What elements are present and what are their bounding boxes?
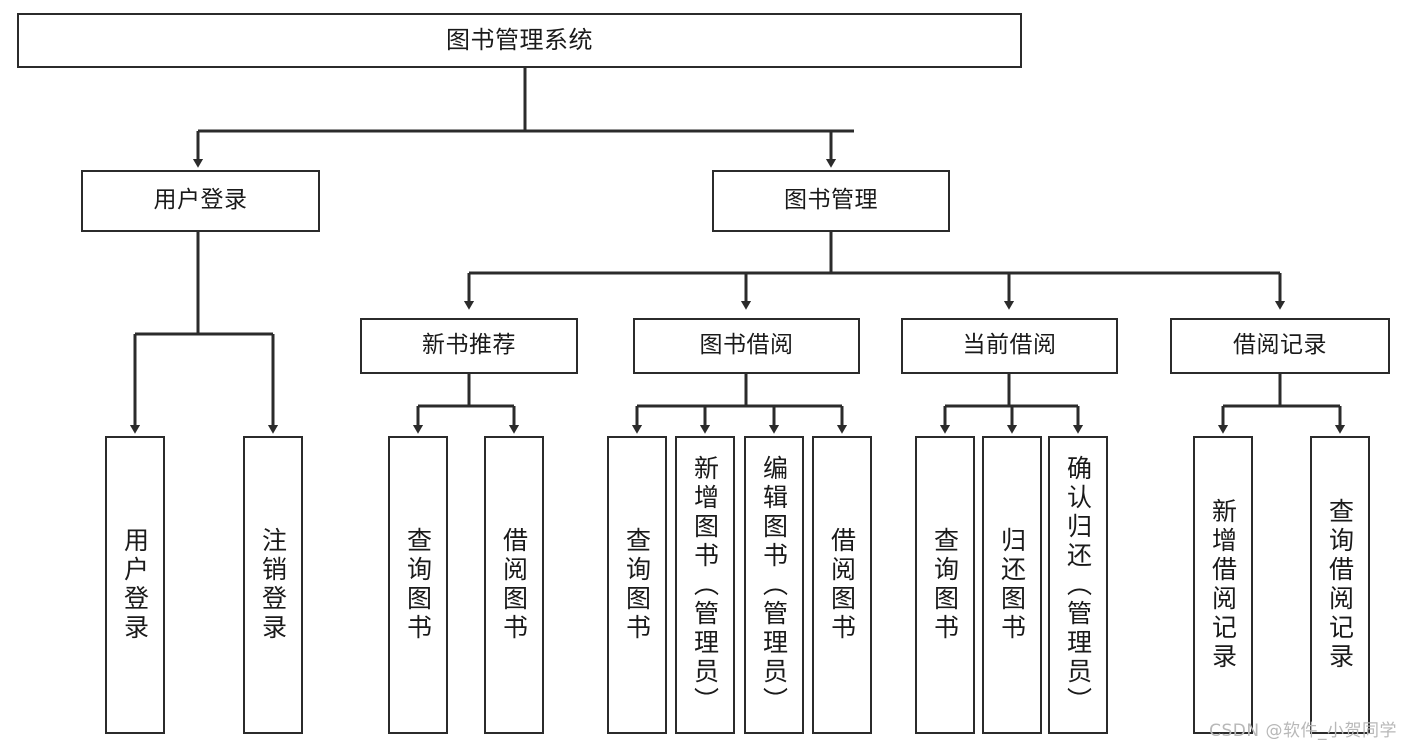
leaf-logout[interactable]: 注销登录 xyxy=(243,436,303,734)
leaf-query-book-3[interactable]: 查询图书 xyxy=(915,436,975,734)
node-current-borrow-label: 当前借阅 xyxy=(962,332,1057,359)
watermark: CSDN @软件_小贺同学 xyxy=(1209,721,1397,741)
leaf-edit-book[interactable]: 编辑图书（管理员） xyxy=(744,436,804,734)
leaf-query-book-2-label: 查询图书 xyxy=(622,527,652,643)
leaf-add-book-label: 新增图书（管理员） xyxy=(690,454,720,716)
leaf-edit-book-label: 编辑图书（管理员） xyxy=(759,454,789,716)
leaf-add-record[interactable]: 新增借阅记录 xyxy=(1193,436,1253,734)
leaf-query-book-3-label: 查询图书 xyxy=(930,527,960,643)
node-user-login-label: 用户登录 xyxy=(153,187,248,214)
leaf-user-login-label: 用户登录 xyxy=(120,527,150,643)
leaf-add-record-label: 新增借阅记录 xyxy=(1208,498,1238,672)
node-book-manage-label: 图书管理 xyxy=(784,187,878,214)
leaf-confirm-return-label: 确认归还（管理员） xyxy=(1063,454,1093,716)
node-current-borrow[interactable]: 当前借阅 xyxy=(901,318,1118,374)
leaf-return-book-label: 归还图书 xyxy=(997,527,1027,643)
leaf-user-login[interactable]: 用户登录 xyxy=(105,436,165,734)
leaf-query-book-2[interactable]: 查询图书 xyxy=(607,436,667,734)
leaf-query-book-1-label: 查询图书 xyxy=(403,527,433,643)
node-book-manage[interactable]: 图书管理 xyxy=(712,170,950,232)
leaf-return-book[interactable]: 归还图书 xyxy=(982,436,1042,734)
node-borrow-record[interactable]: 借阅记录 xyxy=(1170,318,1390,374)
node-root-label: 图书管理系统 xyxy=(446,26,593,55)
node-book-borrow-label: 图书借阅 xyxy=(699,332,794,359)
leaf-borrow-book-2[interactable]: 借阅图书 xyxy=(812,436,872,734)
node-borrow-record-label: 借阅记录 xyxy=(1233,332,1327,359)
leaf-borrow-book-1-label: 借阅图书 xyxy=(499,527,529,643)
leaf-query-record[interactable]: 查询借阅记录 xyxy=(1310,436,1370,734)
leaf-query-record-label: 查询借阅记录 xyxy=(1325,498,1355,672)
node-new-book-recommend[interactable]: 新书推荐 xyxy=(360,318,578,374)
node-user-login[interactable]: 用户登录 xyxy=(81,170,320,232)
node-root[interactable]: 图书管理系统 xyxy=(17,13,1022,68)
leaf-logout-label: 注销登录 xyxy=(258,527,288,643)
leaf-confirm-return[interactable]: 确认归还（管理员） xyxy=(1048,436,1108,734)
node-book-borrow[interactable]: 图书借阅 xyxy=(633,318,860,374)
leaf-borrow-book-1[interactable]: 借阅图书 xyxy=(484,436,544,734)
leaf-borrow-book-2-label: 借阅图书 xyxy=(827,527,857,643)
leaf-add-book[interactable]: 新增图书（管理员） xyxy=(675,436,735,734)
node-new-book-recommend-label: 新书推荐 xyxy=(422,332,516,359)
leaf-query-book-1[interactable]: 查询图书 xyxy=(388,436,448,734)
